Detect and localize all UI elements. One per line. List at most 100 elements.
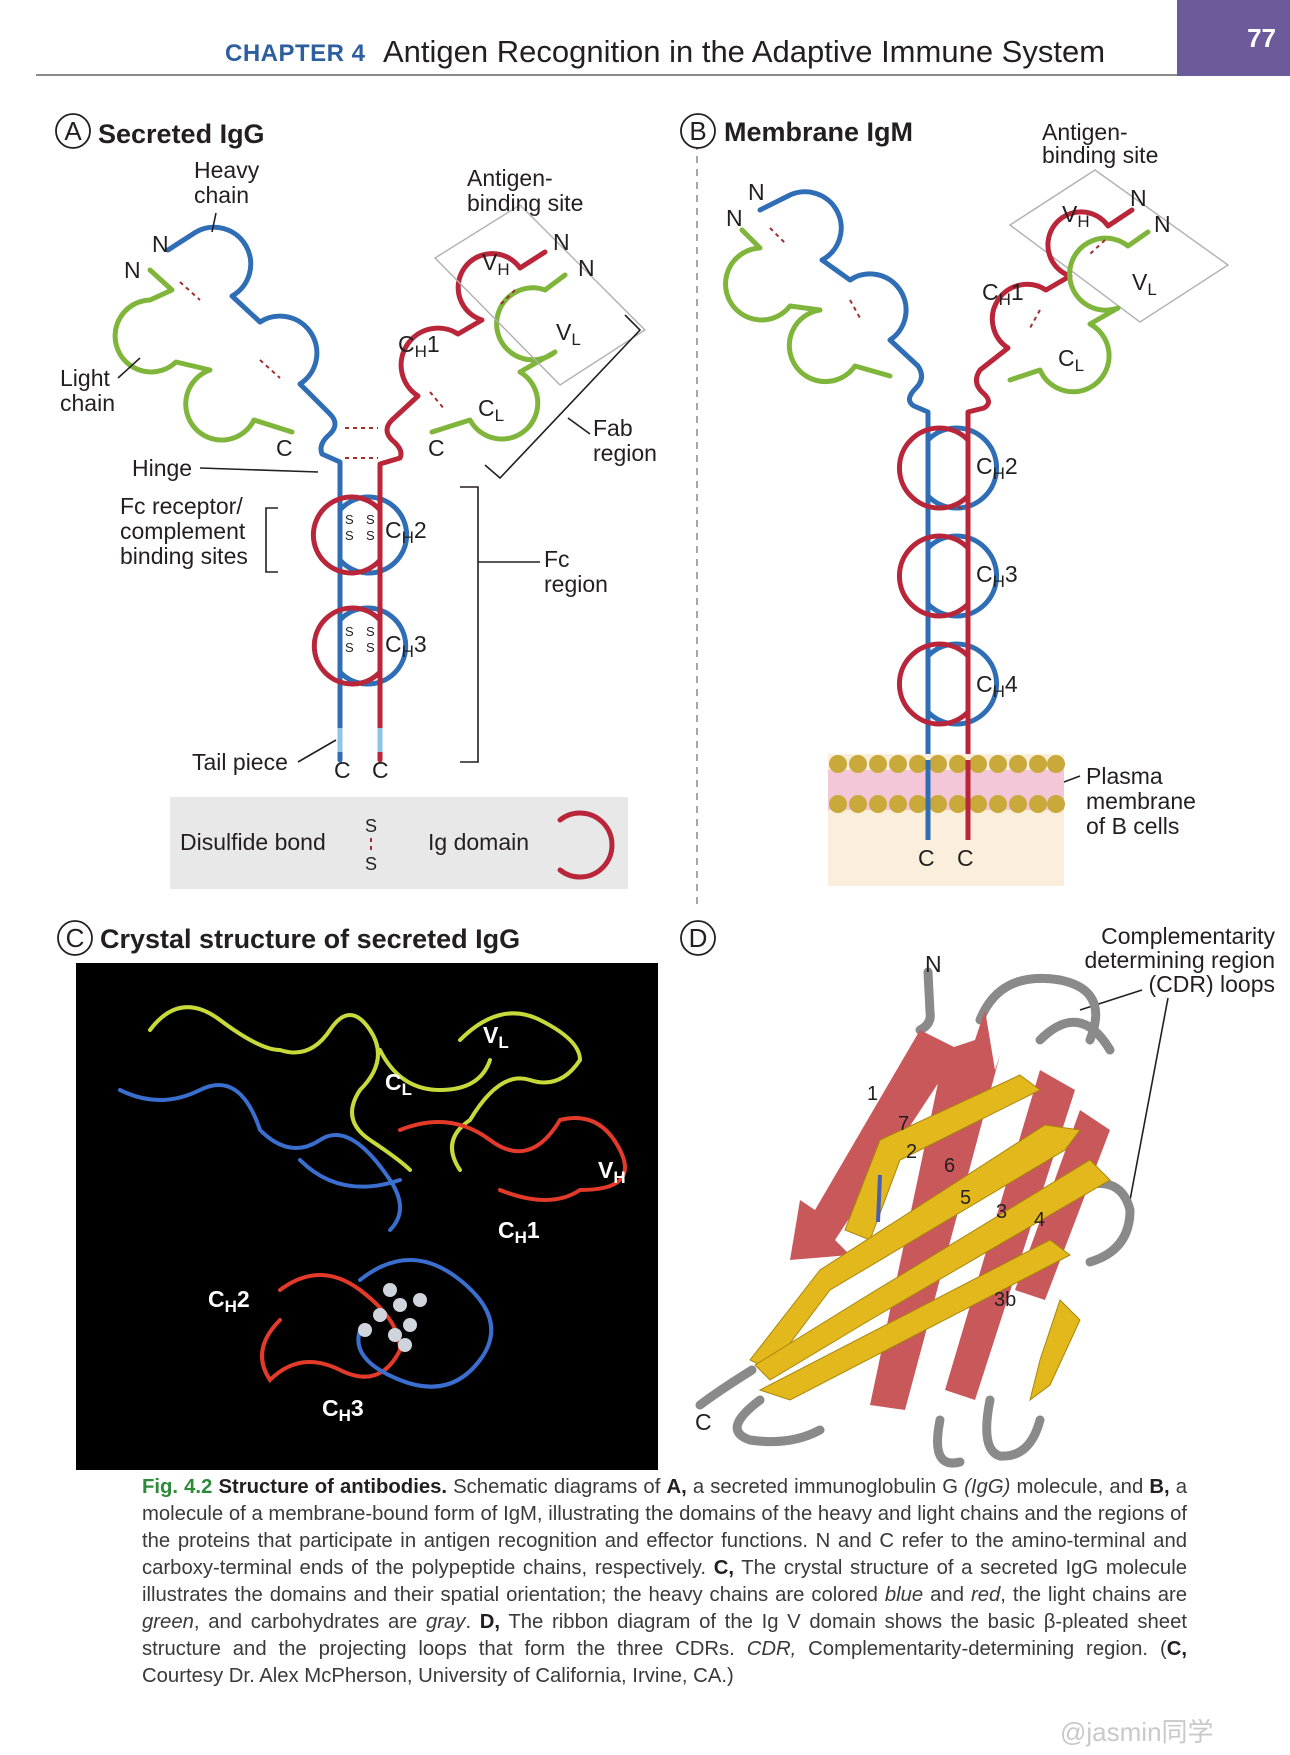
panel-c-marker [57,920,93,956]
svg-text:CH1: CH1 [398,331,440,361]
panel-a-letter: A [64,116,82,146]
domain-labels-a: VH VL CH1 CL CH2 CH3 [385,249,581,661]
svg-text:3b: 3b [994,1289,1016,1311]
panel-c-letter: C [66,923,85,953]
c-term-b2: C [957,845,974,871]
label-fab-1: Fab [593,415,633,441]
lipid-heads [829,755,1065,813]
svg-text:1: 1 [867,1083,878,1105]
svg-text:S: S [366,640,375,655]
chapter-label: CHAPTER 4 [225,40,366,67]
panel-b: B Membrane IgM Antigen- binding site Pla… [680,113,1230,886]
svg-text:3: 3 [996,1201,1007,1223]
c-term-a4: C [372,757,389,783]
gray-loops [695,967,1135,1468]
ch3-red-b [896,533,971,619]
c-term-b1: C [918,845,935,871]
light-chain-green-b-left [723,227,893,385]
svg-text:CL: CL [385,1069,412,1099]
panel-d-marker [680,920,716,956]
legend-disulfide: Disulfide bond [180,829,326,855]
label-light-1: Light [60,365,110,391]
caption-green: green [142,1611,194,1633]
caption-fig-number: Fig. 4.2 [142,1476,213,1498]
carbohydrate-spheres [358,1283,427,1352]
n-term-d: N [925,951,942,977]
caption-igg: (IgG) [964,1476,1011,1498]
caption-text-3: molecule, and [1010,1476,1150,1498]
svg-text:CH3: CH3 [976,561,1018,591]
label-fc-1: Fc [544,546,570,572]
legend-box [170,797,628,889]
page-number-text: 77 [1247,22,1276,53]
caption-ref-d: D, [479,1611,501,1633]
caption-text-2: a secreted immunoglobulin G [686,1476,965,1498]
panel-a: A Secreted IgG SS SS SS SS [55,113,657,889]
n-term-b3: N [1130,185,1147,211]
ch3-red-domain [311,605,383,687]
label-heavy-1: Heavy [194,157,260,183]
yellow-strands [749,1074,1111,1402]
panel-a-title: Secreted IgG [98,119,265,149]
fab-leader [567,417,591,435]
svg-text:CH4: CH4 [976,671,1018,701]
heavy-chain-blue [165,224,343,763]
svg-text:VL: VL [556,319,581,349]
c-term-d: C [695,1409,712,1435]
label-cdr-1: Complementarity [1101,923,1275,949]
fab-bracket [484,314,642,480]
label-ag-site-1: Antigen- [467,165,553,191]
svg-text:CH3: CH3 [322,1395,364,1425]
svg-text:S: S [345,512,354,527]
label-fab-2: region [593,440,657,466]
light-chain-green-b-right [1007,229,1151,395]
light-chain-green-right [429,272,568,442]
label-ag-site-2: binding site [467,190,583,216]
caption-text-11: Complementarity-determining region. ( [796,1638,1167,1660]
svg-text:VH: VH [598,1157,626,1187]
panel-d: D Complementarity determining region (CD… [680,920,1275,1468]
panel-a-marker [55,113,91,149]
label-light-2: chain [60,390,115,416]
svg-text:S: S [366,528,375,543]
crystal-image [76,963,658,1470]
c-term-a3: C [334,757,351,783]
svg-text:VL: VL [1132,269,1157,299]
svg-text:S: S [345,624,354,639]
legend-ig-domain: Ig domain [428,829,529,855]
svg-text:2: 2 [906,1141,917,1163]
panel-b-letter: B [689,116,706,146]
legend-ig-symbol [557,810,615,880]
svg-text:6: 6 [944,1155,955,1177]
svg-text:VL: VL [483,1022,509,1052]
watermark: @jasmin同学 [1060,1717,1214,1747]
svg-text:VH: VH [1062,201,1090,231]
legend-s1: S [365,816,377,836]
svg-text:S: S [345,528,354,543]
page-number: 77 [1177,0,1290,76]
c-term-a1: C [276,435,293,461]
svg-text:CH3: CH3 [385,631,427,661]
svg-text:CL: CL [1058,345,1084,375]
antigen-site-box-a [433,204,647,386]
caption-ref-a: A, [666,1476,687,1498]
label-plasma-1: Plasma [1086,763,1163,789]
svg-text:CL: CL [478,395,504,425]
label-cdr-2: determining region [1084,947,1275,973]
light-chain-green-left [112,267,295,443]
svg-text:4: 4 [1034,1209,1045,1231]
caption-ref-b: B, [1149,1476,1170,1498]
label-fc-2: region [544,571,608,597]
ch2-red-b [896,425,971,511]
domain-labels-b: VH VL CH1 CL CH2 CH3 CH4 [976,201,1157,701]
label-plasma-2: membrane [1086,788,1196,814]
n-term-a1: N [152,231,169,257]
disulfide-bridges-b [769,227,1106,509]
plasma-leader [1063,775,1081,783]
d-disulfide [876,1174,882,1223]
svg-text:S: S [345,640,354,655]
fc-bracket [460,486,479,763]
caption-cdr: CDR, [746,1638,797,1660]
svg-text:7: 7 [898,1113,909,1135]
heavy-chain-blue-b [757,189,931,843]
